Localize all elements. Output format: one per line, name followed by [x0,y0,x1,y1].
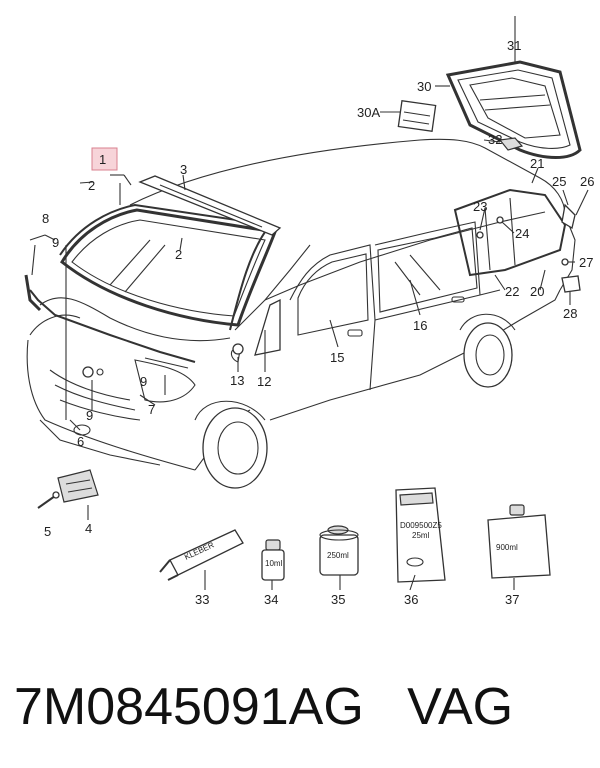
part-24-clip [496,216,504,224]
label-9-right: 9 [140,374,147,389]
part-5-pin [37,491,60,509]
label-4: 4 [85,521,92,536]
part-27-clip [561,258,569,266]
label-34: 34 [264,592,278,607]
part-labels: 1 2 2 3 4 5 6 7 8 9 9 9 12 13 15 16 20 2… [42,38,594,607]
label-30a: 30A [357,105,380,120]
label-31: 31 [507,38,521,53]
label-27: 27 [579,255,593,270]
label-16: 16 [413,318,427,333]
bag-label-amount: 25ml [412,531,430,540]
label-28: 28 [563,306,577,321]
label-21: 21 [530,156,544,171]
box-37: 900ml [487,504,551,579]
label-32: 32 [488,132,502,147]
highlight-label-1 [91,147,118,171]
label-13: 13 [230,373,244,388]
part-13-grommet [232,343,244,355]
glue-tube-33: KLEBER [159,529,244,581]
label-30: 30 [417,79,431,94]
parts-diagram: KLEBER 10ml 250ml D009500Z5 25ml 900ml 1… [24,16,594,607]
label-7: 7 [148,402,155,417]
label-6: 6 [77,434,84,449]
bottle-34: 10ml [261,539,285,581]
label-33: 33 [195,592,209,607]
label-12: 12 [257,374,271,389]
part-caption: 7M0845091AG VAG [14,672,594,742]
label-2-mid: 2 [175,247,182,262]
brand-name: VAG [407,678,514,736]
label-8: 8 [42,211,49,226]
roof-seal-strip [138,175,282,236]
label-24: 24 [515,226,529,241]
can-label-250ml: 250ml [327,551,349,560]
label-3: 3 [180,162,187,177]
part-32-clip [498,137,524,151]
label-9-low: 9 [86,408,93,423]
van-body [26,138,576,489]
side-trim-strip [24,274,42,312]
label-22: 22 [505,284,519,299]
label-36: 36 [404,592,418,607]
part-28-block [561,275,581,293]
bottle-label-10ml: 10ml [265,559,283,568]
label-35: 35 [331,592,345,607]
can-35: 250ml [319,525,359,576]
part-26-bracket [561,203,576,230]
part-23-clip [476,231,484,239]
label-25: 25 [552,174,566,189]
label-2-top: 2 [88,178,95,193]
label-5: 5 [44,524,51,539]
cowl-strip [29,289,196,378]
label-15: 15 [330,350,344,365]
part-4-sensor [57,469,99,503]
windshield [60,208,278,327]
label-23: 23 [473,199,487,214]
leader-lines [29,16,589,520]
part-30a-pad [397,100,437,132]
bag-label-code: D009500Z5 [400,521,442,530]
label-20: 20 [530,284,544,299]
label-37: 37 [505,592,519,607]
bag-36: D009500Z5 25ml [395,487,446,583]
rear-window [445,60,582,159]
part-number: 7M0845091AG [14,678,364,736]
label-1: 1 [99,152,106,167]
label-9-top: 9 [52,235,59,250]
box-label-900ml: 900ml [496,543,518,552]
label-26: 26 [580,174,594,189]
